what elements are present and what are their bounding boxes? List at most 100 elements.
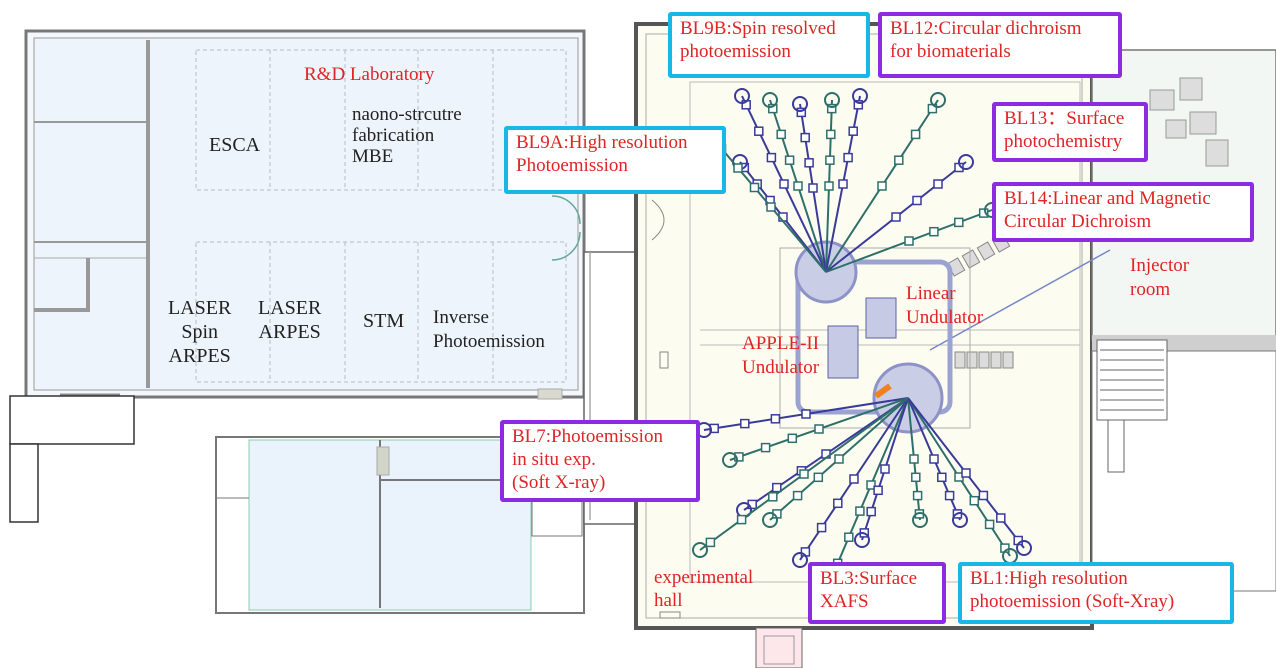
annex-building bbox=[9, 395, 135, 523]
beamline-component bbox=[813, 472, 824, 483]
beamline-component bbox=[937, 472, 947, 483]
beamline-component bbox=[792, 490, 803, 501]
beamline-component bbox=[849, 474, 859, 484]
beamline-component bbox=[733, 163, 743, 173]
linear-undulator-label: Linear Undulator bbox=[906, 283, 984, 328]
beamline-component bbox=[996, 513, 1006, 523]
beamline-component bbox=[954, 217, 964, 228]
nano-fab-room-label: naono-strcutre fabrication MBE bbox=[352, 104, 462, 167]
injector-beam-line bbox=[929, 249, 1111, 351]
beamline-component bbox=[911, 472, 921, 483]
beamline-component bbox=[754, 126, 764, 136]
endstation bbox=[854, 532, 870, 548]
rd-laboratory-label: R&D Laboratory bbox=[304, 64, 435, 85]
beamline-component bbox=[978, 208, 989, 218]
inverse-photoemission-room-label: Inverse Photoemission bbox=[433, 307, 545, 352]
beamline-component bbox=[929, 454, 939, 464]
beamline-component bbox=[891, 212, 901, 222]
beamline-component bbox=[910, 129, 921, 140]
endstation bbox=[762, 512, 778, 528]
beamline-component bbox=[843, 152, 853, 163]
beamline-component bbox=[814, 424, 824, 434]
injector-room-label: Injector room bbox=[1130, 255, 1190, 300]
beamline-component bbox=[855, 506, 865, 516]
beamline-component bbox=[793, 181, 803, 191]
beamline-component bbox=[760, 442, 771, 453]
beamline-component bbox=[736, 514, 747, 525]
beamline-component bbox=[749, 182, 760, 193]
beamline-component bbox=[929, 226, 939, 237]
beamlines bbox=[692, 88, 1032, 580]
beamline-component bbox=[768, 103, 778, 114]
rd-laboratory-building bbox=[24, 29, 586, 400]
laser-spin-arpes-room-label: LASER Spin ARPES bbox=[168, 297, 232, 367]
beamline-component bbox=[787, 433, 798, 444]
beamline-component bbox=[866, 480, 876, 490]
laser-arpes-room-label: LASER ARPES bbox=[258, 297, 322, 343]
beamline-component bbox=[825, 155, 835, 165]
beamline-component bbox=[904, 236, 914, 246]
beamline-component bbox=[776, 129, 786, 140]
beamline-component bbox=[799, 469, 809, 479]
beamline-component bbox=[779, 179, 789, 189]
beamline-component bbox=[909, 454, 919, 464]
beamline-component bbox=[877, 181, 887, 191]
injector-room-area bbox=[1091, 49, 1276, 592]
beamline-component bbox=[961, 468, 971, 478]
beamline-component bbox=[768, 492, 778, 502]
beamline-component bbox=[826, 103, 837, 114]
beamline-component bbox=[766, 152, 777, 163]
beamline-component bbox=[804, 158, 814, 168]
beamline-component bbox=[770, 414, 781, 424]
beamline-component bbox=[796, 107, 807, 118]
endstation bbox=[692, 542, 708, 558]
endstation bbox=[958, 154, 974, 170]
beamline-component bbox=[944, 490, 955, 501]
endstation bbox=[762, 92, 778, 108]
experimental-hall-label: experimental hall bbox=[654, 567, 754, 611]
endstation bbox=[1016, 540, 1032, 556]
beamline-component bbox=[848, 126, 858, 136]
beamline-component bbox=[844, 532, 854, 542]
stm-room-label: STM bbox=[363, 310, 405, 332]
endstation bbox=[722, 452, 738, 468]
beamline-component bbox=[834, 454, 844, 464]
beamline-component bbox=[816, 522, 827, 533]
beamline-component bbox=[808, 183, 818, 193]
beamline-component bbox=[866, 506, 876, 517]
beamline-component bbox=[853, 100, 864, 110]
beamline-component bbox=[824, 181, 834, 191]
beamline-component bbox=[880, 464, 890, 474]
beamline-component bbox=[978, 490, 989, 501]
beamline-component bbox=[772, 482, 782, 493]
beamline-component bbox=[912, 490, 923, 501]
beamline-component bbox=[933, 179, 943, 189]
beamline-component bbox=[740, 418, 750, 429]
beamline-component bbox=[734, 452, 744, 462]
beamline-component bbox=[838, 179, 848, 189]
beamline-component bbox=[833, 498, 843, 509]
beamline-component bbox=[826, 129, 836, 140]
endstation bbox=[792, 96, 808, 112]
endstation bbox=[824, 92, 840, 108]
beamline-component bbox=[784, 155, 795, 165]
endstation bbox=[912, 512, 928, 528]
beamline-component bbox=[800, 132, 810, 143]
beamline-component bbox=[705, 537, 716, 548]
beamline-component bbox=[766, 202, 776, 212]
endstation bbox=[930, 92, 946, 108]
esca-room-label: ESCA bbox=[209, 134, 261, 156]
beamline-component bbox=[984, 519, 995, 530]
endstation bbox=[792, 552, 808, 568]
beamline-component bbox=[912, 195, 922, 206]
beamline-component bbox=[969, 495, 980, 506]
beamline-component bbox=[873, 485, 883, 496]
